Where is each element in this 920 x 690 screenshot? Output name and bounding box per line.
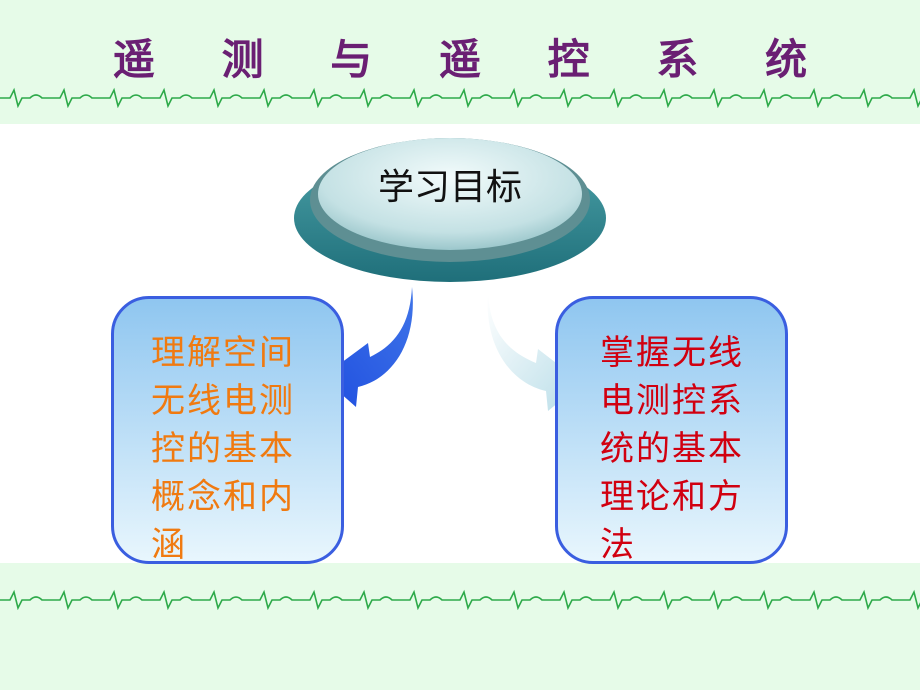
ecg-line-bottom-icon <box>0 589 920 610</box>
center-ellipse-badge <box>294 138 606 282</box>
goal-box-right: 掌握无线电测控系统的基本理论和方法 <box>555 296 788 565</box>
goal-right-text: 掌握无线电测控系统的基本理论和方法 <box>600 333 744 565</box>
slide-title: 遥 测 与 遥 控 系 统 <box>112 35 834 84</box>
goal-box-left: 理解空间无线电测控的基本概念和内涵 <box>111 296 344 565</box>
center-label: 学习目标 <box>377 167 522 208</box>
bottom-band <box>0 563 920 690</box>
ecg-line-top-icon <box>0 87 920 108</box>
goal-left-text: 理解空间无线电测控的基本概念和内涵 <box>151 333 295 565</box>
curved-arrow-left-icon <box>322 287 413 407</box>
